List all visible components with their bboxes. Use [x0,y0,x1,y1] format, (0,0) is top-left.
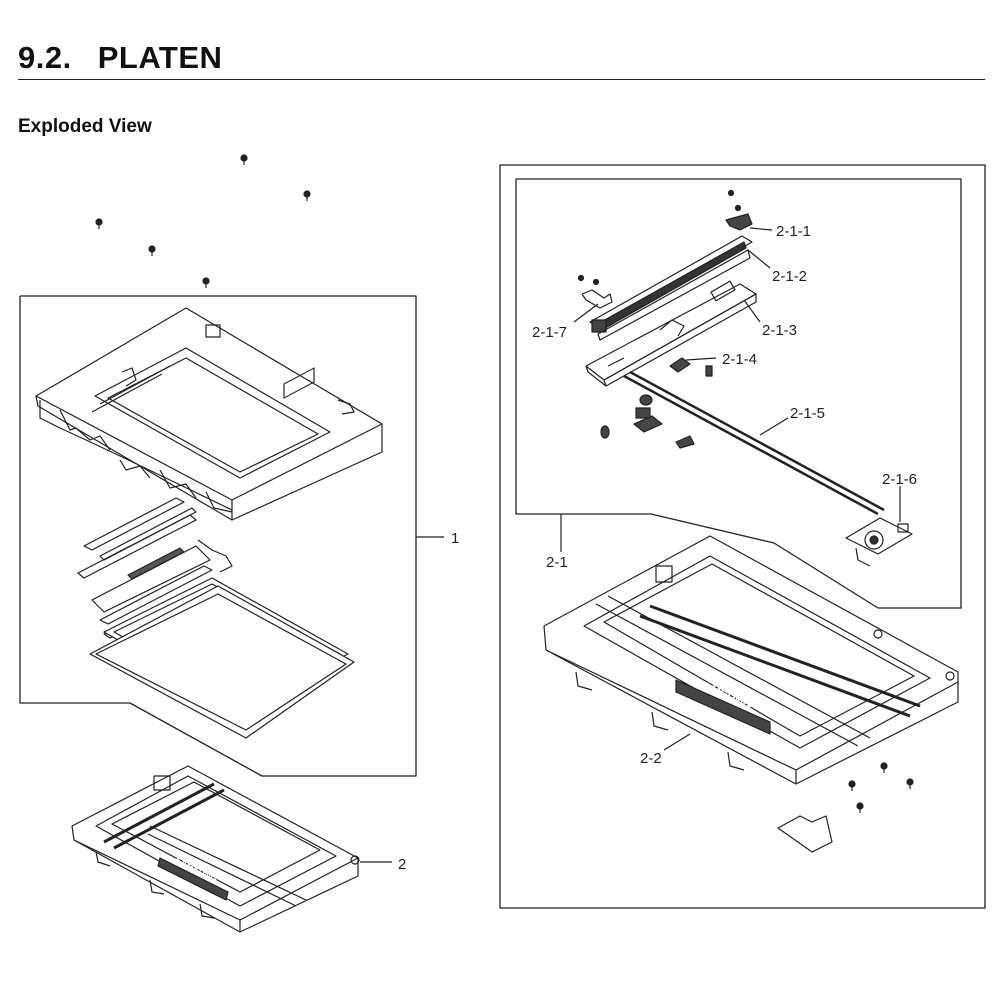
callout-2-1-5: 2-1-5 [790,405,825,422]
part-2-1-4 [600,357,713,449]
callout-2-2: 2-2 [640,750,662,767]
platen-top-cover [35,307,383,521]
callout-2: 2 [398,856,406,873]
scanner-base-small: SAMSUNG [71,765,360,933]
part-2-1-3 [585,280,757,387]
callout-2-1-7: 2-1-7 [532,324,567,341]
callout-2-1-3: 2-1-3 [762,322,797,339]
screw [303,190,311,201]
part-2-1-7 [577,274,613,309]
top-screws [95,154,311,288]
subtitle: Exploded View [18,116,152,137]
assembly-2-1-frame [515,178,962,609]
callout-2-1-1: 2-1-1 [776,223,811,240]
screw [880,762,888,773]
screw [906,778,914,789]
heading-rule [18,79,985,80]
screw [856,802,864,813]
base-screws [848,762,914,813]
screw [148,245,156,256]
screw [240,154,248,165]
callout-2-1-6: 2-1-6 [882,471,917,488]
callout-1: 1 [451,530,459,547]
part-2-1-2 [589,235,753,341]
assembly-1-frame [19,295,417,777]
screw [202,277,210,288]
base-label [777,815,833,853]
section-number: 9.2. [18,40,72,75]
scan-glass-strips [77,497,355,739]
part-2-2-scanner-base: SAMSUNG [543,535,959,785]
part-2-1-5 [623,370,885,516]
screw [95,218,103,229]
part-2-1-6 [845,517,913,567]
right-outer-frame [499,164,986,909]
section-heading: 9.2. PLATEN [18,40,222,76]
part-2-1-1 [725,189,753,231]
callout-2-1-4: 2-1-4 [722,351,757,368]
screw [848,780,856,791]
callout-2-1-2: 2-1-2 [772,268,807,285]
section-title: PLATEN [97,40,223,75]
callout-2-1: 2-1 [546,554,568,571]
